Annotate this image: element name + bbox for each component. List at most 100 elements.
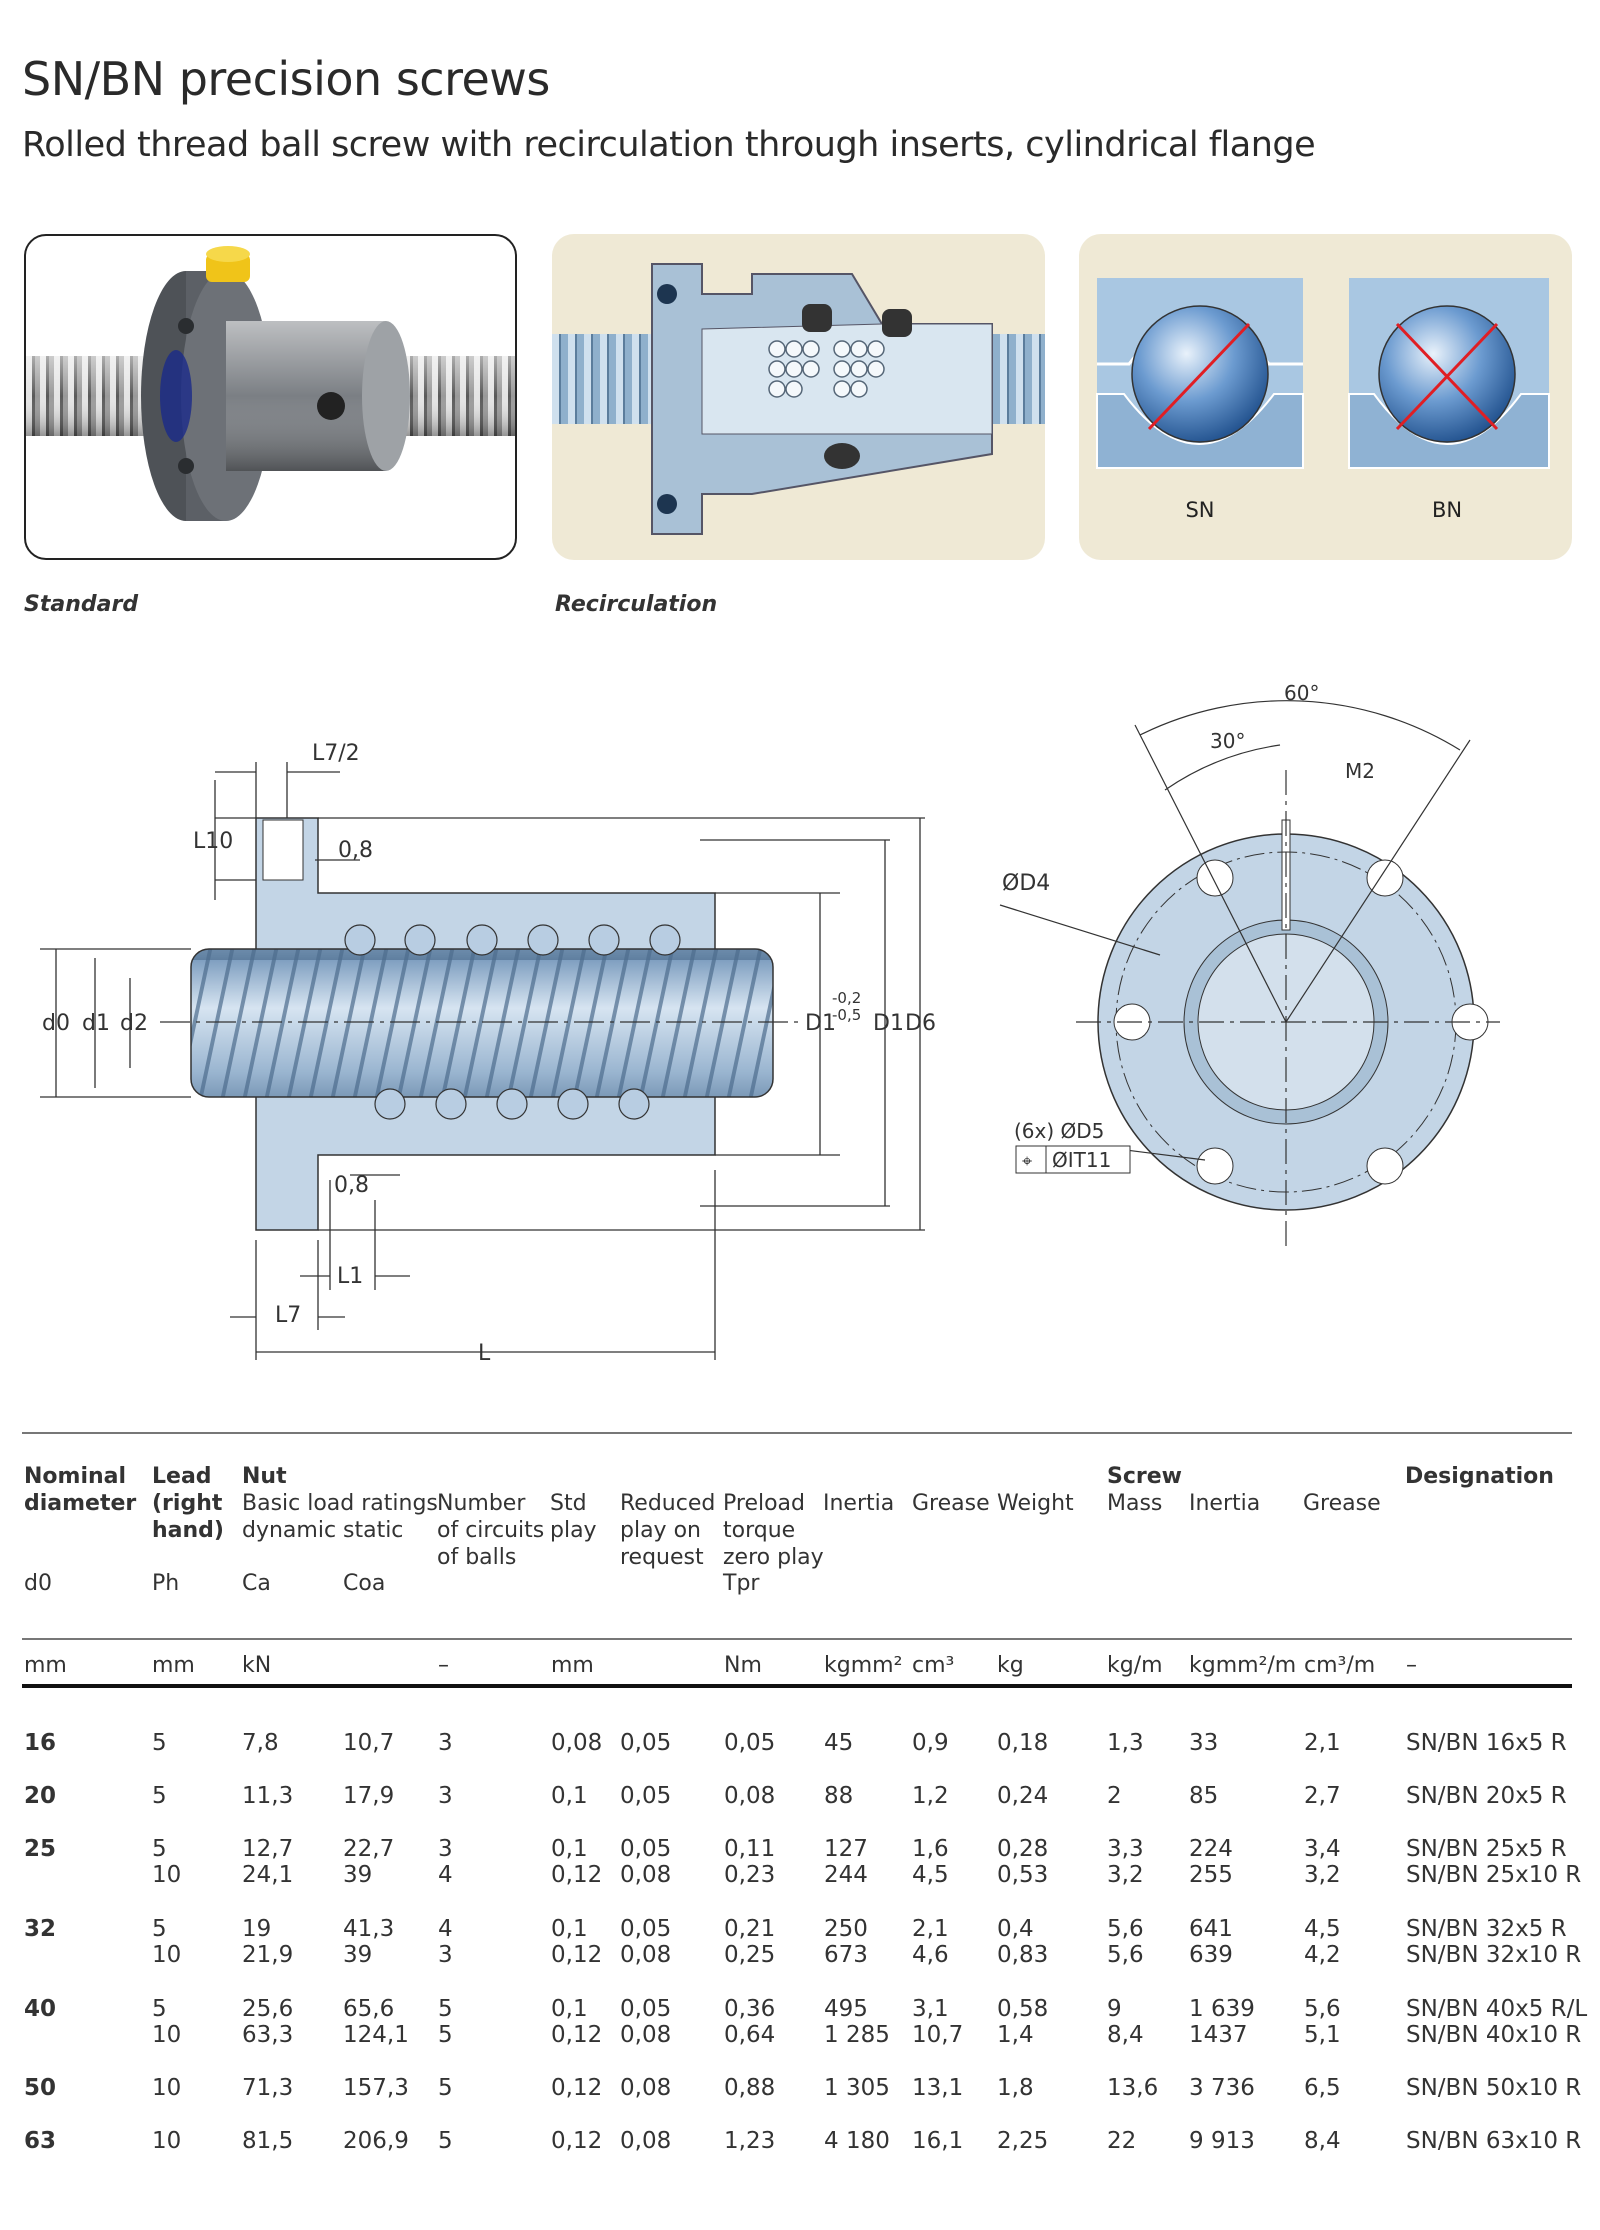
table-cell: 13,1 bbox=[912, 2075, 964, 2101]
header-preload-torque: Preload torque zero play bbox=[723, 1491, 824, 1570]
header-nut-group: Nut bbox=[242, 1464, 287, 1489]
label-D5: (6x) ØD5 bbox=[1014, 1119, 1104, 1143]
table-cell: 0,1 bbox=[551, 1916, 588, 1942]
table-cell: 39 bbox=[343, 1942, 373, 1968]
table-cell: 10 bbox=[152, 2075, 182, 2101]
label-D6: D6 bbox=[905, 1011, 936, 1036]
nominal-diameter-cell: 50 bbox=[24, 2075, 57, 2101]
designation-cell: SN/BN 16x5 R bbox=[1406, 1730, 1567, 1756]
table-cell: 0,4 bbox=[997, 1916, 1034, 1942]
nominal-diameter-cell: 40 bbox=[24, 1996, 57, 2022]
symbol-tpr: Tpr bbox=[723, 1571, 760, 1596]
table-cell: 0,1 bbox=[551, 1836, 588, 1862]
standard-caption: Standard bbox=[24, 592, 139, 617]
table-cell: 10 bbox=[152, 1862, 182, 1888]
table-cell: 127 bbox=[824, 1836, 868, 1862]
unit-cell: – bbox=[438, 1653, 449, 1678]
nominal-diameter-cell: 16 bbox=[24, 1730, 57, 1756]
table-cell: 5 bbox=[438, 1996, 453, 2022]
unit-cell: cm³/m bbox=[1304, 1653, 1376, 1678]
table-cell: 0,28 bbox=[997, 1836, 1049, 1862]
unit-cell: kN bbox=[242, 1653, 272, 1678]
table-cell: 2,25 bbox=[997, 2128, 1049, 2154]
table-cell: 3 736 bbox=[1189, 2075, 1255, 2101]
unit-cell: mm bbox=[24, 1653, 67, 1678]
table-cell: 4 180 bbox=[824, 2128, 890, 2154]
label-IT11: ØIT11 bbox=[1052, 1148, 1111, 1172]
technical-drawing: L7/2 L10 0,8 d0 d1 d2 D1 -0,2 -0,5 D1 D6… bbox=[40, 681, 1500, 1366]
unit-cell: kg/m bbox=[1107, 1653, 1163, 1678]
table-cell: 63,3 bbox=[242, 2022, 294, 2048]
table-cell: 8,4 bbox=[1107, 2022, 1144, 2048]
table-cell: 8,4 bbox=[1304, 2128, 1341, 2154]
header-static: static bbox=[343, 1518, 404, 1543]
unit-cell: kgmm²/m bbox=[1189, 1653, 1297, 1678]
table-cell: 19 bbox=[242, 1916, 272, 1942]
designation-cell: SN/BN 32x5 R bbox=[1406, 1916, 1567, 1942]
table-cell: 0,25 bbox=[724, 1942, 776, 1968]
table-cell: 0,12 bbox=[551, 1862, 603, 1888]
table-cell: 0,08 bbox=[724, 1783, 776, 1809]
table-cell: 641 bbox=[1189, 1916, 1233, 1942]
header-inertia: Inertia bbox=[823, 1491, 895, 1516]
table-cell: 3 bbox=[438, 1730, 453, 1756]
header-std-play: Std play bbox=[550, 1491, 597, 1543]
header-screw-grease: Grease bbox=[1303, 1491, 1381, 1516]
table-cell: 0,08 bbox=[620, 2128, 672, 2154]
table-cell: 4,6 bbox=[912, 1942, 949, 1968]
table-cell: 5 bbox=[438, 2075, 453, 2101]
table-cell: 3 bbox=[438, 1942, 453, 1968]
symbol-d0: d0 bbox=[24, 1571, 52, 1596]
table-cell: 33 bbox=[1189, 1730, 1219, 1756]
header-nominal-diameter: Nominal diameter bbox=[24, 1464, 137, 1516]
header-reduced-play: Reduced play on request bbox=[620, 1491, 716, 1570]
header-weight: Weight bbox=[997, 1491, 1074, 1516]
label-l10: L10 bbox=[193, 829, 233, 854]
table-cell: 0,05 bbox=[620, 1783, 672, 1809]
standard-nut-photo bbox=[24, 234, 517, 560]
label-d2: d2 bbox=[120, 1011, 148, 1036]
symbol-ph: Ph bbox=[152, 1571, 180, 1596]
table-cell: 3,2 bbox=[1304, 1862, 1341, 1888]
table-cell: 5 bbox=[152, 1783, 167, 1809]
side-view: L7/2 L10 0,8 d0 d1 d2 D1 -0,2 -0,5 D1 D6… bbox=[40, 741, 936, 1366]
table-cell: 4,5 bbox=[912, 1862, 949, 1888]
table-cell: 0,9 bbox=[912, 1730, 949, 1756]
table-cell: 10,7 bbox=[343, 1730, 395, 1756]
table-cell: 0,08 bbox=[620, 2075, 672, 2101]
table-cell: 10 bbox=[152, 2128, 182, 2154]
header-load-ratings: Basic load ratings bbox=[242, 1491, 438, 1516]
table-cell: 0,88 bbox=[724, 2075, 776, 2101]
table-cell: 0,08 bbox=[620, 2022, 672, 2048]
table-cell: 0,12 bbox=[551, 2128, 603, 2154]
table-cell: 21,9 bbox=[242, 1942, 294, 1968]
table-cell: 41,3 bbox=[343, 1916, 395, 1942]
table-cell: 2 bbox=[1107, 1783, 1122, 1809]
table-cell: 45 bbox=[824, 1730, 854, 1756]
bn-label: BN bbox=[1432, 498, 1462, 522]
unit-cell: cm³ bbox=[912, 1653, 955, 1678]
table-cell: 4,2 bbox=[1304, 1942, 1341, 1968]
unit-cell: kgmm² bbox=[824, 1653, 903, 1678]
header-grease: Grease bbox=[912, 1491, 990, 1516]
table-cell: 2,1 bbox=[912, 1916, 949, 1942]
table-cell: 9 bbox=[1107, 1996, 1122, 2022]
table-cell: 1 305 bbox=[824, 2075, 890, 2101]
table-cell: 255 bbox=[1189, 1862, 1233, 1888]
designation-cell: SN/BN 25x5 R bbox=[1406, 1836, 1567, 1862]
table-cell: 22,7 bbox=[343, 1836, 395, 1862]
table-cell: 1 285 bbox=[824, 2022, 890, 2048]
table-cell: 673 bbox=[824, 1942, 868, 1968]
table-cell: 4 bbox=[438, 1862, 453, 1888]
designation-cell: SN/BN 50x10 R bbox=[1406, 2075, 1582, 2101]
table-cell: 1,6 bbox=[912, 1836, 949, 1862]
table-cell: 0,05 bbox=[620, 1730, 672, 1756]
table-cell: 0,36 bbox=[724, 1996, 776, 2022]
header-designation: Designation bbox=[1405, 1464, 1554, 1489]
label-D1: D1 bbox=[873, 1011, 904, 1036]
table-cell: 0,18 bbox=[997, 1730, 1049, 1756]
table-cell: 1 639 bbox=[1189, 1996, 1255, 2022]
table-cell: 495 bbox=[824, 1996, 868, 2022]
designation-cell: SN/BN 20x5 R bbox=[1406, 1783, 1567, 1809]
table-cell: 124,1 bbox=[343, 2022, 409, 2048]
